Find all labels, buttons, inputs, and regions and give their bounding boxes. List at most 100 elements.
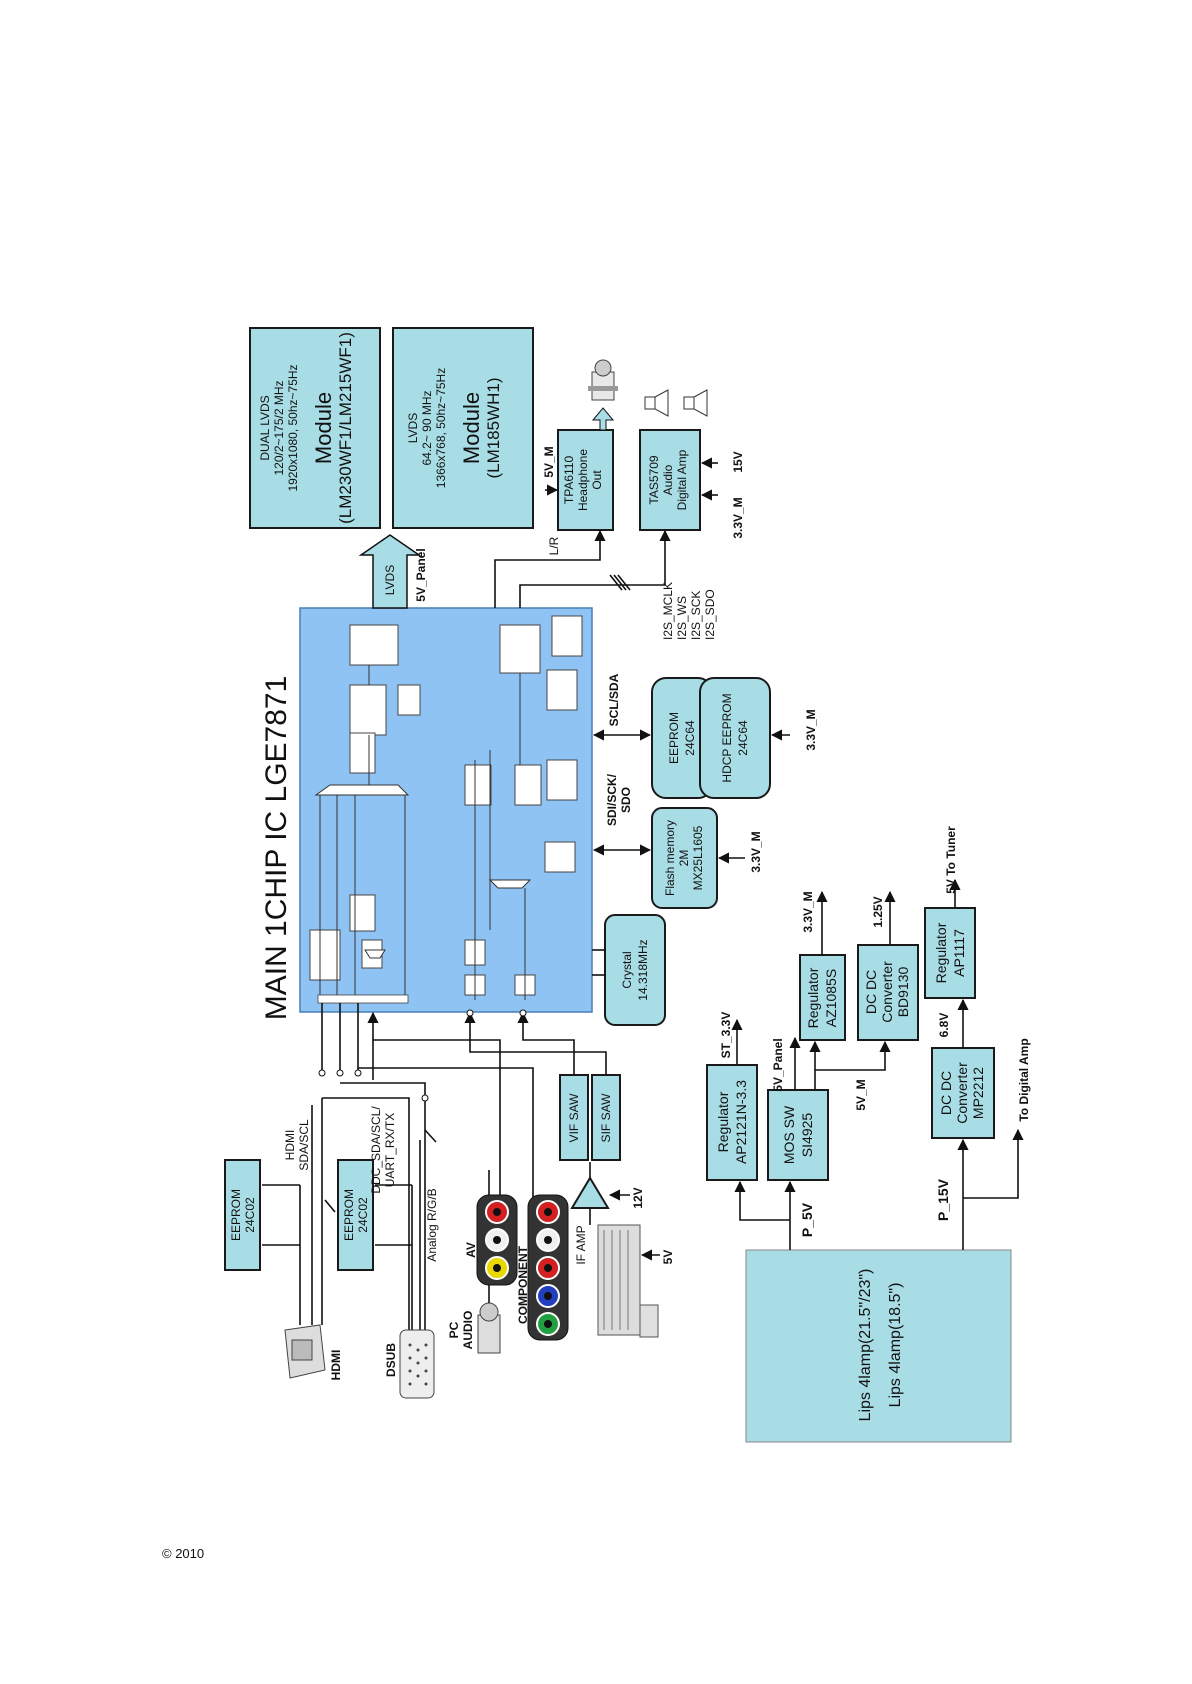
flash-memory: Flash memory 2M MX25L1605 3.3V_M SDI/SCK… <box>592 773 763 909</box>
headphone-line3: Out <box>590 470 604 490</box>
flash-line1: Flash memory <box>663 820 677 896</box>
audio-amp-line3: Digital Amp <box>675 449 689 510</box>
audio-amp-power1: 3.3V_M <box>731 497 745 538</box>
audio-amp-power2: 15V <box>731 451 745 472</box>
module-dual-line3: 1920x1080, 50hz~75Hz <box>286 364 300 491</box>
reg-tuner-out: 5V To Tuner <box>944 826 958 894</box>
hdmi-bus1: HDMI <box>283 1130 297 1161</box>
pc-audio-line1: PC <box>447 1321 461 1338</box>
dcdc-68-out: 6.8V <box>937 1013 951 1038</box>
reg-33-line2: AZ1085S <box>823 969 839 1027</box>
reg-st-line2: AP2121N-3.3 <box>733 1080 749 1164</box>
eeprom-main-line1: EEPROM <box>667 712 681 764</box>
component-label: COMPONENT <box>516 1245 530 1324</box>
scl-sda-bus: SCL/SDA <box>592 673 652 741</box>
hdcp-line1: HDCP EEPROM <box>720 693 734 782</box>
module-dual-lvds: DUAL LVDS 120/2~175/2 MHz 1920x1080, 50h… <box>249 327 381 529</box>
regulator-tuner: Regulator AP1117 5V To Tuner <box>924 826 976 999</box>
module-dual-name: Module <box>311 392 336 464</box>
if-amp-power: 12V <box>631 1187 645 1208</box>
mos-in: P_5V <box>799 1202 815 1237</box>
hdmi-input: EEPROM 24C02 HDMI SDA/SCL HDMI <box>224 1098 343 1381</box>
dcdc-68-line3: MP2212 <box>970 1067 986 1119</box>
reg-tuner-line2: AP1117 <box>951 929 967 977</box>
analog-rgb-label: Analog R/G/B <box>425 1188 439 1261</box>
module-single-name: Module <box>459 392 484 464</box>
headphone-line1: TPA6110 <box>562 456 576 505</box>
if-amp: IF AMP 12V <box>570 1162 645 1265</box>
dcdc-68-line1: DC DC <box>938 1071 954 1115</box>
dcdc-68-in: P_15V <box>935 1178 951 1221</box>
flash-line3: MX25L1605 <box>691 825 705 890</box>
flash-bus1: SDI/SCK/ <box>605 773 619 826</box>
lvds-power: 5V_Panel <box>414 548 428 601</box>
eeprom-dsub-line1: EEPROM <box>342 1189 356 1241</box>
saw-filters: VIF SAW SIF SAW <box>464 1011 621 1161</box>
vif-saw: VIF SAW <box>567 1093 581 1143</box>
dsub-input: EEPROM 24C02 DDC_SDA/SCL/ UART_RX/TX Ana… <box>337 1106 439 1399</box>
regulator-33: Regulator AZ1085S 3.3V_M <box>799 890 846 1041</box>
dcdc-125-line3: BD9130 <box>895 966 911 1017</box>
input-wiring <box>318 1003 534 1330</box>
mos-out: 5V_Panel <box>771 1038 785 1091</box>
i2s-mclk: I2S_MCLK <box>661 582 675 640</box>
headphone-signal: L/R <box>547 536 561 555</box>
hdcp-power: 3.3V_M <box>804 709 818 750</box>
eeprom-hdmi-line1: EEPROM <box>229 1189 243 1241</box>
sif-saw: SIF SAW <box>599 1093 613 1143</box>
hdmi-connector-icon <box>284 1324 326 1379</box>
dcdc-125-line2: Converter <box>879 961 895 1023</box>
copyright: © 2010 <box>162 1546 205 1561</box>
i2s-sck: I2S_SCK <box>689 591 703 640</box>
audio-amp-line2: Audio <box>661 464 675 495</box>
reg-st-line1: Regulator <box>715 1091 731 1152</box>
headphone-power: 5V_M <box>542 446 556 477</box>
mos-branch: 5V_M <box>854 1079 868 1110</box>
lips-power-board: Lips 4lamp(21.5"/23") Lips 4lamp(18.5") <box>745 1249 1012 1443</box>
dcdc-125: DC DC Converter BD9130 1.25V <box>857 890 919 1041</box>
chip-internal-blocks <box>309 615 583 996</box>
audio-digital-amp: TAS5709 Audio Digital Amp 3.3V_M 15V I2S… <box>639 389 745 640</box>
module-single-line3: 1366x768, 50hz~75Hz <box>434 368 448 488</box>
av-input: AV <box>464 1194 518 1286</box>
dcdc-68-note: To Digital Amp <box>1017 1038 1031 1121</box>
dsub-connector-icon <box>399 1329 435 1399</box>
tuner-power: 5V <box>661 1250 675 1265</box>
reg-33-out: 3.3V_M <box>801 891 815 932</box>
dsub-label: DSUB <box>384 1343 398 1377</box>
tuner: 5V <box>589 1208 675 1338</box>
module-single-lvds: LVDS 64.2~ 90 MHz 1366x768, 50hz~75Hz Mo… <box>392 327 534 529</box>
mos-line1: MOS SW <box>781 1105 797 1164</box>
dcdc-125-line1: DC DC <box>863 970 879 1014</box>
crystal-line2: 14.318MHz <box>636 939 650 1000</box>
audio-jack-icon <box>477 1302 501 1354</box>
headphone-jack-icon <box>588 359 618 401</box>
crystal: Crystal 14.318MHz <box>592 914 666 1026</box>
headphone-amp: TPA6110 Headphone Out 5V_M L/R <box>542 359 618 555</box>
dcdc-125-out: 1.25V <box>871 896 885 927</box>
headphone-line2: Headphone <box>576 449 590 511</box>
reg-33-line1: Regulator <box>805 967 821 1028</box>
reg-tuner-line1: Regulator <box>933 922 949 983</box>
module-dual-line2: 120/2~175/2 MHz <box>272 380 286 475</box>
regulator-st: Regulator AP2121N-3.3 ST_3.3V <box>706 1012 758 1181</box>
module-single-line1: LVDS <box>406 413 420 443</box>
dcdc-68-line2: Converter <box>954 1062 970 1124</box>
flash-bus2: SDO <box>619 787 633 813</box>
main-chip-title: MAIN 1CHIP IC LGE7871 <box>260 676 293 1021</box>
crystal-line1: Crystal <box>620 951 634 988</box>
lvds-label: LVDS <box>383 565 397 595</box>
i2s-ws: I2S_WS <box>675 596 689 640</box>
main-chip: MAIN 1CHIP IC LGE7871 <box>260 607 593 1021</box>
speaker-icon <box>644 389 708 417</box>
flash-line2: 2M <box>677 850 691 867</box>
lvds-arrow: LVDS 5V_Panel <box>358 534 428 609</box>
flash-power: 3.3V_M <box>749 831 763 872</box>
eeprom-main-line2: 24C64 <box>683 720 697 756</box>
hdmi-label: HDMI <box>329 1350 343 1381</box>
scl-sda-label: SCL/SDA <box>607 673 621 726</box>
hdcp-eeprom: HDCP EEPROM 24C64 3.3V_M <box>699 677 818 799</box>
audio-amp-line1: TAS5709 <box>647 455 661 504</box>
module-dual-model: (LM230WF1/LM215WF1) <box>336 332 355 524</box>
